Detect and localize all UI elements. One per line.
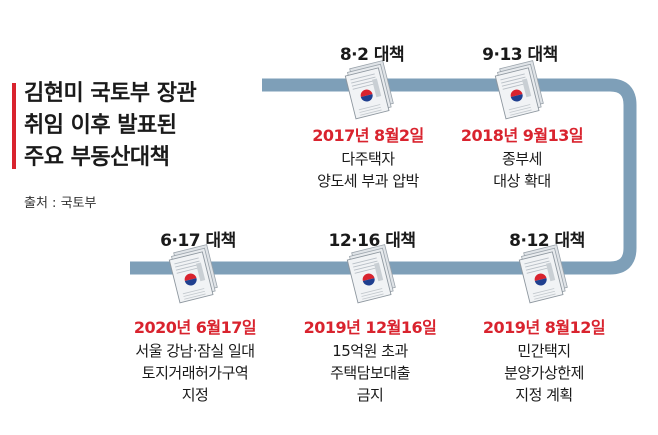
policy-desc-9-13: 종부세 대상 확대 [437, 148, 607, 192]
policy-title-12-16: 12·16 대책 [328, 231, 416, 251]
policy-desc-line: 금지 [356, 386, 384, 404]
title-line-1: 김현미 국토부 장관 [24, 81, 197, 106]
policy-desc-line: 종부세 [502, 150, 542, 168]
policy-date-9-13: 2018년 9월13일 [460, 126, 584, 145]
policy-title-8-2: 8·2 대책 [339, 45, 405, 65]
title-accent-bar [12, 83, 16, 169]
policy-title-8-12: 8·12 대책 [509, 231, 585, 251]
page-title: 김현미 국토부 장관 취임 이후 발표된 주요 부동산대책 [24, 78, 197, 174]
policy-desc-line: 다주택자 [341, 150, 395, 168]
policy-date-6-17: 2020년 6월17일 [133, 318, 257, 337]
policy-desc-line: 토지거래허가구역 [141, 364, 249, 382]
government-document-icon [494, 60, 544, 120]
policy-desc-line: 민간택지 [517, 342, 571, 360]
government-document-icon [518, 244, 568, 304]
policy-title-6-17: 6·17 대책 [160, 231, 236, 251]
government-document-icon [168, 244, 218, 304]
title-line-2: 취임 이후 발표된 [24, 113, 177, 138]
policy-date-8-12: 2019년 8월12일 [482, 318, 606, 337]
policy-desc-line: 양도세 부과 압박 [317, 172, 419, 190]
policy-desc-8-12: 민간택지 분양가상한제 지정 계획 [459, 340, 629, 406]
government-document-icon [344, 60, 394, 120]
source-note: 출처 : 국토부 [24, 196, 97, 211]
policy-desc-line: 분양가상한제 [504, 364, 584, 382]
policy-title-9-13: 9·13 대책 [482, 45, 558, 65]
policy-desc-8-2: 다주택자 양도세 부과 압박 [283, 148, 453, 192]
policy-desc-line: 대상 확대 [493, 172, 551, 190]
policy-date-12-16: 2019년 12월16일 [303, 318, 437, 337]
policy-desc-line: 주택담보대출 [330, 364, 410, 382]
policy-desc-6-17: 서울 강남·잠실 일대 토지거래허가구역 지정 [110, 340, 280, 406]
policy-desc-line: 15억원 초과 [332, 342, 408, 360]
policy-desc-line: 서울 강남·잠실 일대 [135, 342, 255, 360]
policy-desc-12-16: 15억원 초과 주택담보대출 금지 [285, 340, 455, 406]
government-document-icon [346, 244, 396, 304]
policy-desc-line: 지정 계획 [515, 386, 573, 404]
title-line-3: 주요 부동산대책 [24, 145, 170, 170]
policy-date-8-2: 2017년 8월2일 [312, 126, 424, 145]
policy-desc-line: 지정 [181, 386, 209, 404]
